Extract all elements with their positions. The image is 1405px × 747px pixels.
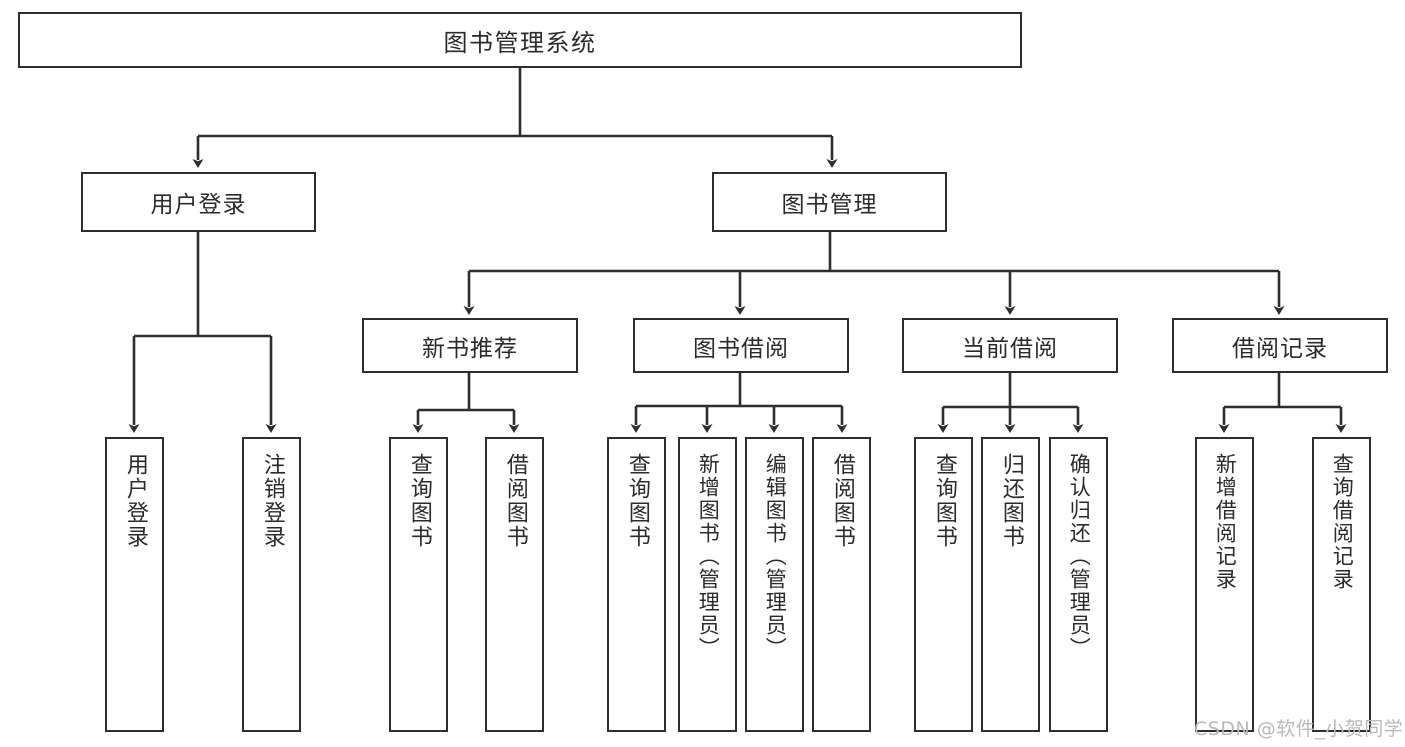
node-book-borrow-label: 图书借阅 [693,335,789,362]
leaf-label: 确认归还（管理员） [1067,453,1092,660]
node-user-login-label: 用户登录 [150,192,247,218]
leaf-current-borrow-query[interactable]: 查询图书 [914,437,973,732]
leaf-label: 查询图书 [931,453,957,549]
leaf-label: 借阅图书 [829,453,855,549]
leaf-label: 新增借阅记录 [1213,453,1238,591]
leaf-label: 编辑图书（管理员） [763,453,788,660]
node-root-label: 图书管理系统 [443,28,597,57]
node-book-management-label: 图书管理 [781,192,878,218]
leaf-borrow-record-add[interactable]: 新增借阅记录 [1195,437,1254,732]
node-book-management[interactable]: 图书管理 [712,172,947,232]
leaf-user-login-signout[interactable]: 注销登录 [242,437,301,732]
leaf-current-borrow-confirm-return[interactable]: 确认归还（管理员） [1049,437,1108,732]
leaf-book-borrow-edit[interactable]: 编辑图书（管理员） [745,437,804,732]
leaf-label: 查询借阅记录 [1330,453,1355,591]
node-current-borrow[interactable]: 当前借阅 [902,318,1118,373]
node-user-login[interactable]: 用户登录 [81,172,316,232]
leaf-user-login-signin[interactable]: 用户登录 [105,437,164,732]
leaf-label: 注销登录 [259,453,285,549]
leaf-book-borrow-borrow[interactable]: 借阅图书 [812,437,871,732]
leaf-label: 查询图书 [624,453,650,549]
node-new-book-recommend-label: 新书推荐 [422,335,518,362]
leaf-new-book-query[interactable]: 查询图书 [389,437,448,732]
node-borrow-record[interactable]: 借阅记录 [1172,318,1388,373]
leaf-label: 归还图书 [998,453,1024,549]
leaf-label: 借阅图书 [502,453,528,549]
node-book-borrow[interactable]: 图书借阅 [633,318,849,373]
leaf-label: 用户登录 [122,453,148,549]
node-root-book-management-system[interactable]: 图书管理系统 [18,12,1022,68]
leaf-label: 查询图书 [406,453,432,549]
leaf-label: 新增图书（管理员） [696,453,721,660]
node-current-borrow-label: 当前借阅 [962,335,1058,362]
leaf-new-book-borrow[interactable]: 借阅图书 [485,437,544,732]
node-new-book-recommend[interactable]: 新书推荐 [362,318,578,373]
leaf-book-borrow-query[interactable]: 查询图书 [607,437,666,732]
leaf-current-borrow-return[interactable]: 归还图书 [981,437,1040,732]
leaf-book-borrow-add[interactable]: 新增图书（管理员） [678,437,737,732]
csdn-watermark: CSDN @软件_小贺同学 [1194,718,1404,740]
node-borrow-record-label: 借阅记录 [1232,335,1328,362]
leaf-borrow-record-query[interactable]: 查询借阅记录 [1312,437,1371,732]
